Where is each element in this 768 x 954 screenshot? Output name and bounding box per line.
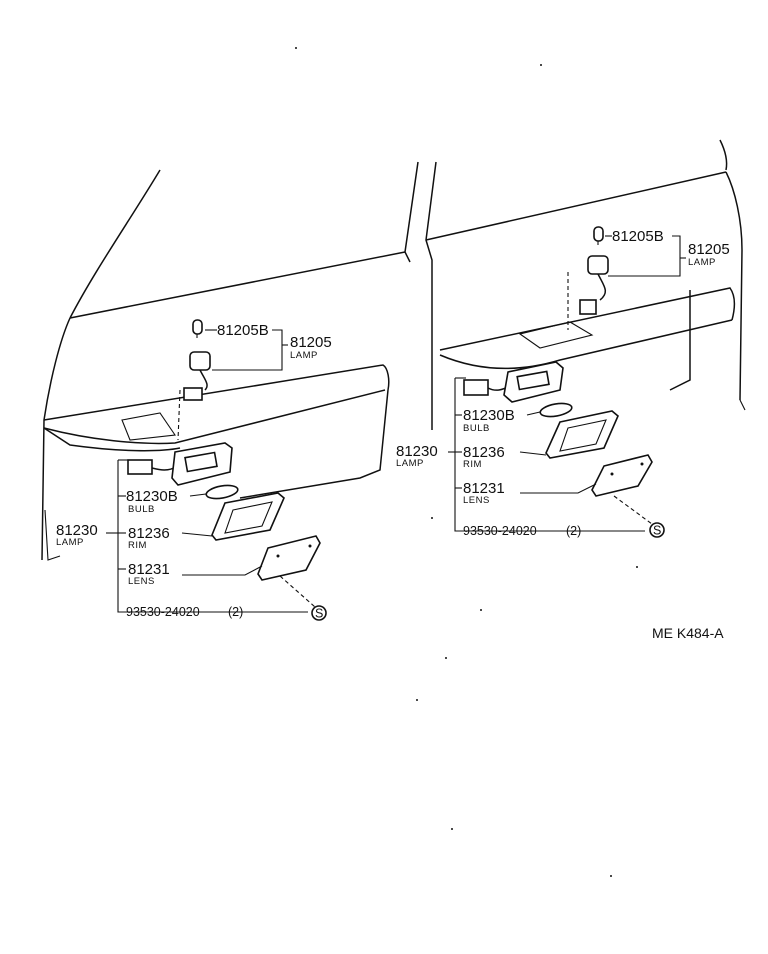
scan-specks bbox=[295, 47, 638, 877]
diagram-reference: ME K484-A bbox=[652, 625, 724, 641]
left-symbol-s: S bbox=[315, 607, 323, 621]
left-label-93530-number: 93530-24020 bbox=[126, 605, 200, 619]
right-door-outline bbox=[425, 139, 746, 430]
right-label-81205b-number: 81205B bbox=[612, 228, 664, 245]
left-parts bbox=[127, 319, 321, 581]
left-leaders bbox=[106, 329, 327, 621]
right-label-81230b-name: BULB bbox=[463, 423, 490, 434]
left-label-93530-qty: (2) bbox=[228, 605, 243, 619]
left-door-outline bbox=[41, 161, 419, 561]
left-connector-drawing bbox=[127, 459, 179, 475]
right-symbol-s: S bbox=[653, 524, 661, 538]
right-label-81231-number: 81231 bbox=[463, 480, 505, 497]
left-label-81205-name: LAMP bbox=[290, 350, 318, 361]
right-label-81231-name: LENS bbox=[463, 495, 490, 506]
right-81230b-bulb-drawing bbox=[539, 402, 573, 418]
left-label-81230-number: 81230 bbox=[56, 522, 98, 539]
right-81205b-bulb-drawing bbox=[593, 226, 604, 245]
left-label-81230-name: LAMP bbox=[56, 537, 84, 548]
right-label-81230-name: LAMP bbox=[396, 458, 424, 469]
right-lamp-housing-drawing bbox=[503, 361, 564, 403]
left-label-81205-number: 81205 bbox=[290, 334, 332, 351]
right-label-81230-number: 81230 bbox=[396, 443, 438, 460]
left-lamp-housing-drawing bbox=[171, 442, 233, 486]
left-81205-socket-drawing bbox=[177, 351, 211, 441]
right-label-93530-number: 93530-24020 bbox=[463, 524, 537, 538]
right-81205-socket-drawing bbox=[567, 255, 609, 330]
left-81231-lens-drawing bbox=[257, 535, 321, 581]
right-label-81236-number: 81236 bbox=[463, 444, 505, 461]
left-label-81236-name: RIM bbox=[128, 540, 147, 551]
right-label-93530-qty: (2) bbox=[566, 524, 581, 538]
right-81236-rim-drawing bbox=[545, 410, 619, 459]
right-parts bbox=[463, 226, 653, 497]
right-label-81236-name: RIM bbox=[463, 459, 482, 470]
left-label-81230b-number: 81230B bbox=[126, 488, 178, 505]
left-81205b-bulb-drawing bbox=[192, 319, 203, 338]
left-81236-rim-drawing bbox=[211, 492, 285, 541]
left-label-81231-name: LENS bbox=[128, 576, 155, 587]
right-81231-lens-drawing bbox=[591, 454, 653, 497]
right-leaders bbox=[448, 235, 686, 538]
left-label-81230b-name: BULB bbox=[128, 504, 155, 515]
left-label-81231-number: 81231 bbox=[128, 561, 170, 578]
right-label-81205-number: 81205 bbox=[688, 241, 730, 258]
right-label-81230b-number: 81230B bbox=[463, 407, 515, 424]
left-81230b-bulb-drawing bbox=[205, 484, 239, 500]
left-label-81236-number: 81236 bbox=[128, 525, 170, 542]
left-label-81205b-number: 81205B bbox=[217, 322, 269, 339]
right-connector-drawing bbox=[463, 379, 511, 396]
right-label-81205-name: LAMP bbox=[688, 257, 716, 268]
